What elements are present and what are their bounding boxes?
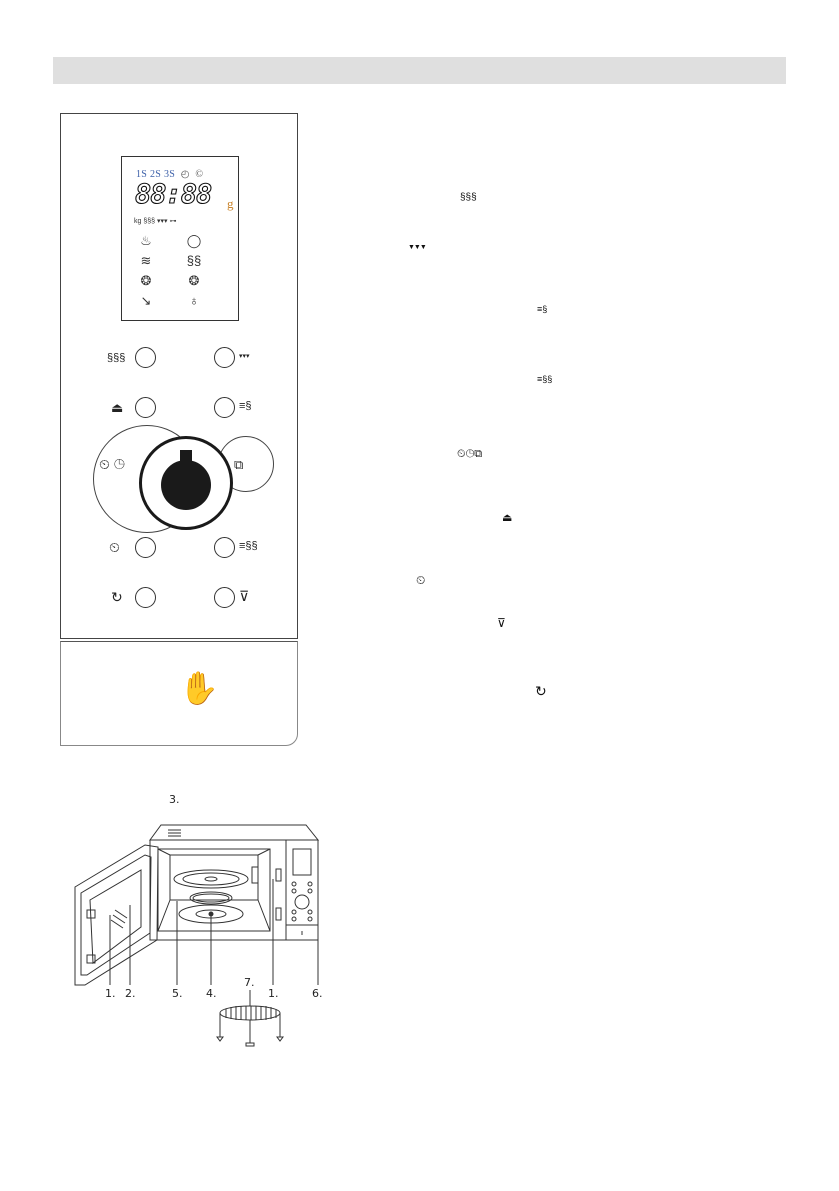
microwave-button[interactable] xyxy=(135,347,156,368)
stop-icon: ⊽ xyxy=(497,616,506,630)
knob-center xyxy=(161,460,211,510)
rotary-knob[interactable] xyxy=(139,436,233,530)
callout-6: 6. xyxy=(312,987,323,1000)
lcd-display: 1S 2S 3S ◴ © 88:88 g kg §§§ ▾▾▾ ⊶ ♨ ◯ ≋ … xyxy=(121,156,239,321)
callout-4: 4. xyxy=(206,987,217,1000)
clock-icon: ◴ xyxy=(177,169,190,180)
pizza-icon: ❂ xyxy=(188,273,200,288)
delay-start-icon: ⏲ xyxy=(109,539,120,555)
stop-icon: ⊽ xyxy=(239,588,250,604)
stage-3-indicator: 3S xyxy=(163,169,176,180)
weight-icon: ⏏ xyxy=(111,400,124,415)
lcd-unit: g xyxy=(227,196,234,211)
microwave-icon: §§§ xyxy=(460,192,477,203)
stage-2-indicator: 2S xyxy=(149,169,162,180)
stop-button[interactable] xyxy=(214,587,235,608)
steam-icon: §§ xyxy=(186,253,202,268)
callout-5: 5. xyxy=(172,987,183,1000)
weight-icon: ⏏ xyxy=(502,512,513,524)
cake-icon: ❂ xyxy=(140,273,152,288)
grill-button[interactable] xyxy=(214,347,235,368)
menu-icon: ⧉ xyxy=(234,457,244,472)
combi-grill-button[interactable] xyxy=(214,397,235,418)
callout-7: 7. xyxy=(244,976,255,989)
microwave-icon: §§§ xyxy=(107,352,126,364)
soup-bowl-icon: ♨ xyxy=(140,233,152,248)
potato-icon: ◯ xyxy=(186,233,202,248)
lcd-digits: 88:88 xyxy=(134,178,212,210)
weight-defrost-button[interactable] xyxy=(135,397,156,418)
control-panel: 1S 2S 3S ◴ © 88:88 g kg §§§ ▾▾▾ ⊶ ♨ ◯ ≋ … xyxy=(60,113,298,639)
microwave-drawing xyxy=(74,824,320,1047)
fish-icon: ↘ xyxy=(140,293,152,308)
section-header-bar xyxy=(53,57,786,84)
door-open-panel[interactable]: ✋ xyxy=(60,641,298,746)
delay-clock-icon: © xyxy=(192,169,204,180)
callout-3: 3. xyxy=(169,793,180,806)
lcd-top-row: 1S 2S 3S ◴ © xyxy=(136,169,203,180)
microwave-illustration: 3. 1. 2. 5. 4. 1. 6. 7. xyxy=(65,785,335,1055)
callout-1-latch: 1. xyxy=(268,987,279,1000)
start-button[interactable] xyxy=(135,587,156,608)
start-icon: ↻ xyxy=(535,683,547,699)
callout-1-door: 1. xyxy=(105,987,116,1000)
callout-2: 2. xyxy=(125,987,136,1000)
combi-grill-2-icon: ≡§§ xyxy=(239,540,258,552)
lcd-status-icons: kg §§§ ▾▾▾ ⊶ xyxy=(134,218,177,225)
stage-1-indicator: 1S xyxy=(136,169,148,180)
start-icon: ↻ xyxy=(111,589,123,605)
drumstick-icon: ♁ xyxy=(189,293,199,308)
clock-delay-icons: ⏲ ◷ xyxy=(99,456,125,472)
plate-icon: ≋ xyxy=(140,253,152,268)
combi-grill-2-icon: ≡§§ xyxy=(537,374,553,384)
combi-grill-2-button[interactable] xyxy=(214,537,235,558)
combi-grill-1-icon: ≡§ xyxy=(537,304,548,314)
hand-icon: ✋ xyxy=(179,670,219,706)
grill-icon: ▾▾▾ xyxy=(239,353,250,360)
knob-indicator xyxy=(180,450,192,464)
combi-grill-icon: ≡§ xyxy=(239,400,252,412)
delay-start-icon: ⏲ xyxy=(416,573,426,587)
clock-timer-menu-icons: ⏲◷⧉ xyxy=(457,448,483,460)
delay-start-button[interactable] xyxy=(135,537,156,558)
grill-icon: ▼▼▼ xyxy=(408,244,427,251)
